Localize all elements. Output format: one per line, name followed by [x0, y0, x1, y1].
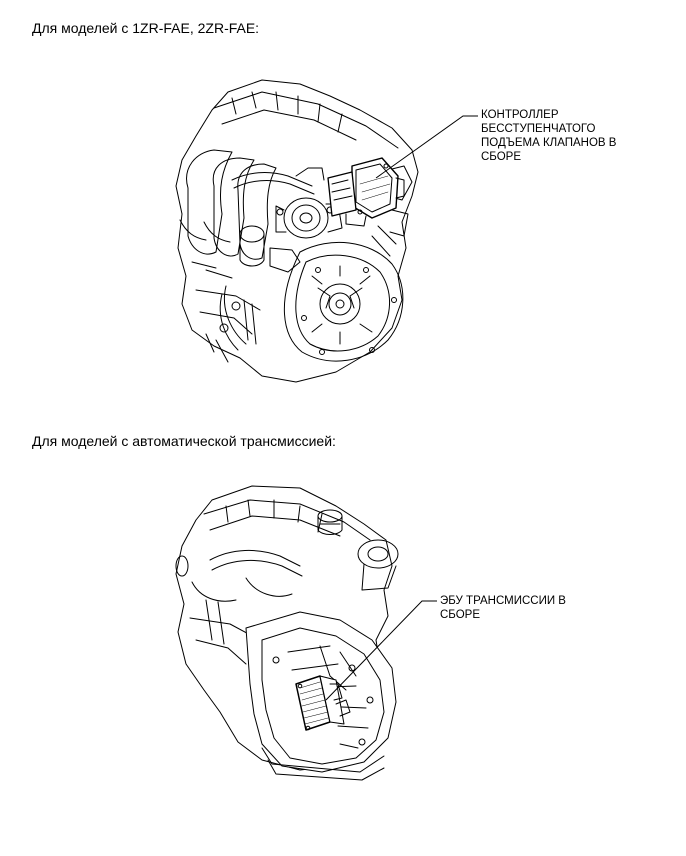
section-2-heading: Для моделей с автоматической трансмиссие… — [32, 433, 336, 449]
section-2-callout-label: ЭБУ ТРАНСМИССИИ В СБОРЕ — [440, 595, 566, 621]
engine-transaxle-drawing — [175, 485, 399, 781]
section-2-leader-line — [325, 600, 437, 701]
section-1-heading: Для моделей с 1ZR-FAE, 2ZR-FAE: — [32, 20, 260, 36]
section-1-leader-line — [375, 115, 478, 179]
section-1-callout-label: КОНТРОЛЛЕР БЕССТУПЕНЧАТОГО ПОДЪЕМА КЛАПА… — [481, 109, 617, 163]
engine-valvematic-drawing — [175, 79, 419, 383]
